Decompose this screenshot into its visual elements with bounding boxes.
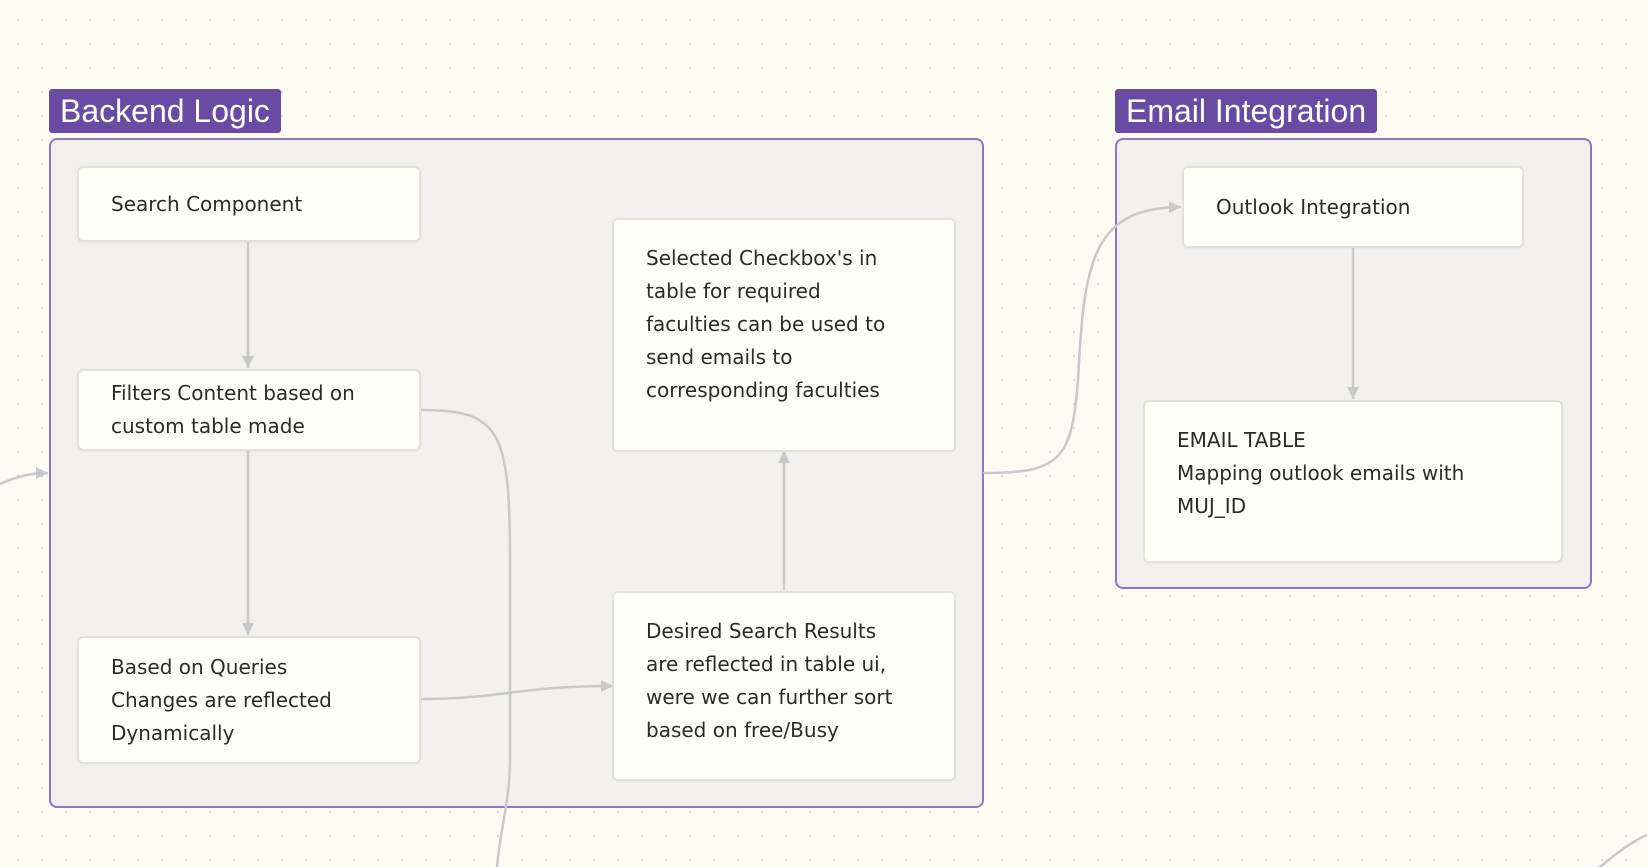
node-search-component[interactable]: Search Component [77,166,421,242]
node-text: Desired Search Results are reflected in … [646,619,893,742]
node-text: Search Component [111,191,303,216]
group-label-backend-logic[interactable]: Backend Logic [49,89,281,133]
node-email-table[interactable]: EMAIL TABLE Mapping outlook emails with … [1143,400,1563,563]
node-text: Selected Checkbox's in table for require… [646,246,886,402]
node-selected-checkboxes[interactable]: Selected Checkbox's in table for require… [612,218,956,452]
node-text: EMAIL TABLE Mapping outlook emails with … [1177,428,1465,518]
node-text: Based on Queries Changes are reflected D… [111,654,332,745]
node-outlook-integration[interactable]: Outlook Integration [1182,166,1524,248]
node-based-on-queries[interactable]: Based on Queries Changes are reflected D… [77,636,421,764]
node-text: Filters Content based on custom table ma… [111,381,355,438]
node-desired-search-results[interactable]: Desired Search Results are reflected in … [612,591,956,781]
edge-incoming-left [0,467,49,486]
edge-offscreen-right [1598,833,1647,867]
node-filters-content[interactable]: Filters Content based on custom table ma… [77,369,421,451]
node-text: Outlook Integration [1216,194,1411,219]
group-label-email-integration[interactable]: Email Integration [1115,89,1378,133]
